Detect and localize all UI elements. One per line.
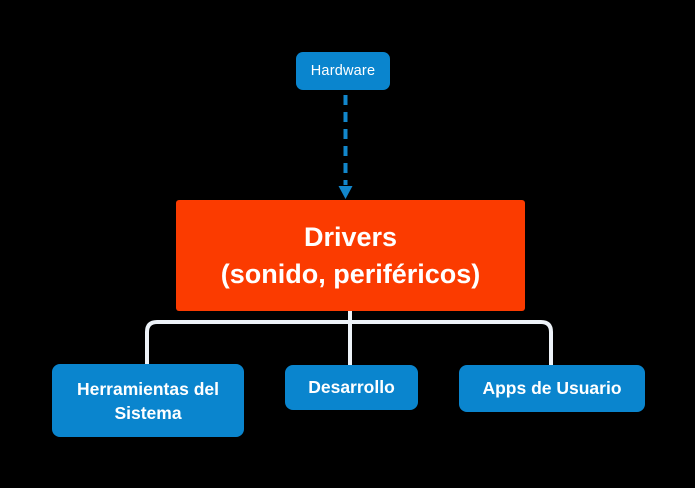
node-herramientas-del-sistema-label: Herramientas del Sistema: [76, 378, 219, 423]
node-apps-de-usuario-label: Apps de Usuario: [482, 378, 622, 398]
node-drivers[interactable]: Drivers (sonido, periféricos): [176, 200, 525, 311]
node-desarrollo[interactable]: Desarrollo: [285, 365, 418, 410]
node-hardware-label: Hardware: [310, 63, 376, 79]
edge-hardware-drivers-arrowhead-icon: [338, 186, 353, 199]
node-desarrollo-label: Desarrollo: [308, 377, 395, 397]
node-drivers-label-line1: Drivers: [303, 221, 398, 252]
node-drivers-label-line2: (sonido, periféricos): [220, 258, 481, 289]
node-apps-de-usuario[interactable]: Apps de Usuario: [459, 365, 645, 412]
node-herramientas-del-sistema[interactable]: Herramientas del Sistema: [52, 364, 244, 437]
node-hardware[interactable]: Hardware: [296, 52, 390, 90]
